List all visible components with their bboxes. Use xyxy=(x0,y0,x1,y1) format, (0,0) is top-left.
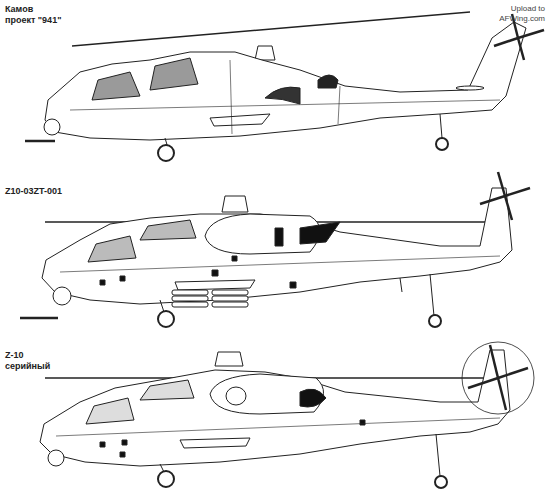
design-title: Z-10 серийный xyxy=(5,350,53,373)
z10-series-helicopter xyxy=(40,342,534,488)
watermark: Upload to AFWing.com xyxy=(488,4,545,24)
kamov-941-helicopter xyxy=(25,12,544,161)
design-title: Камов проект "941" xyxy=(5,4,64,27)
design-title: Z10-03ZT-001 xyxy=(5,186,62,197)
z10-prototype-helicopter xyxy=(20,172,530,327)
